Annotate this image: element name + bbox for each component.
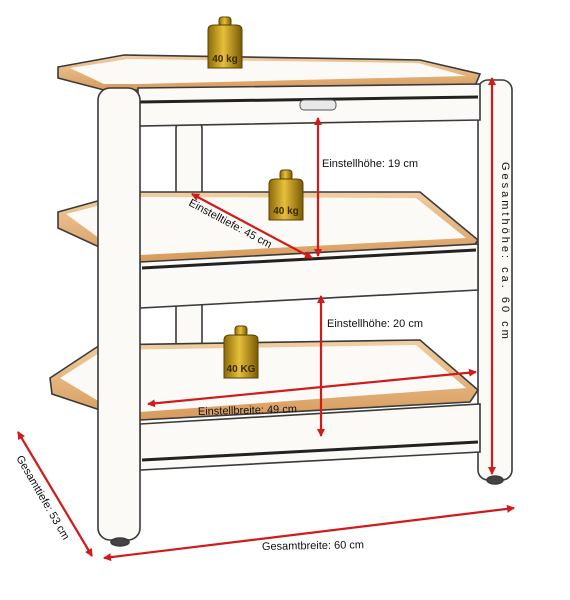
weight-top-label: 40 kg bbox=[212, 54, 238, 65]
label-total-width: Gesamtbreite: 60 cm bbox=[262, 539, 364, 553]
arrow-total-width bbox=[103, 504, 515, 562]
label-total-height: Gesamthöhe: ca. 60 cm bbox=[499, 162, 511, 342]
badge bbox=[299, 99, 337, 111]
label-total-depth: Gesamttiefe: 53 cm bbox=[13, 454, 71, 543]
label-adjust-height-lower: Einstellhöhe: 20 cm bbox=[327, 318, 423, 330]
weight-middle-label: 40 kg bbox=[273, 206, 299, 217]
arrow-adjust-width bbox=[147, 368, 477, 408]
label-adjust-width: Einstellbreite: 49 cm bbox=[198, 403, 297, 418]
weight-top: 40 kg bbox=[207, 16, 243, 69]
weight-bottom: 40 KG bbox=[223, 325, 259, 379]
arrow-total-depth bbox=[17, 431, 93, 557]
front-left-post bbox=[97, 87, 141, 541]
arrow-adjust-depth bbox=[191, 193, 313, 259]
rack-frame bbox=[49, 54, 513, 547]
weight-middle: 40 kg bbox=[268, 169, 304, 221]
weight-bottom-label: 40 KG bbox=[227, 364, 256, 375]
label-adjust-height-upper: Einstellhöhe: 19 cm bbox=[322, 158, 418, 170]
